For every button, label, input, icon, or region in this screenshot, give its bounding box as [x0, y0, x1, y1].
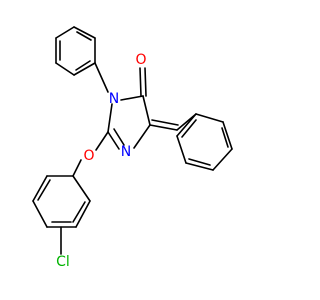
- molecule-canvas: O N N O Cl: [32, 26, 233, 270]
- atom-label-ether-oxygen: O: [83, 148, 94, 164]
- bond: [149, 124, 178, 131]
- bond: [73, 26, 96, 39]
- bond-inner: [181, 119, 197, 138]
- bond: [176, 135, 187, 164]
- bond: [107, 131, 120, 150]
- molecule-structure: O N N O Cl: [32, 26, 233, 270]
- bond: [133, 124, 151, 149]
- bond-inner: [221, 127, 229, 148]
- bond: [222, 121, 233, 150]
- bond: [185, 162, 214, 171]
- bond: [139, 67, 142, 97]
- bond-inner: [76, 31, 92, 41]
- atom-label-n3: N: [109, 91, 119, 107]
- bond-double: [144, 67, 147, 97]
- bond: [32, 200, 48, 228]
- bond: [176, 113, 197, 137]
- atom-label-n1: N: [121, 144, 131, 160]
- atom-label-chlorine: Cl: [56, 254, 70, 270]
- bond-inner: [37, 179, 51, 201]
- bond: [32, 175, 48, 202]
- bond: [72, 175, 91, 202]
- atom-label-carbonyl-oxygen: O: [135, 52, 146, 68]
- imidazolone-ring: [107, 95, 151, 150]
- bond: [55, 62, 75, 76]
- benzylidene-phenyl-ring: [176, 113, 233, 171]
- bond: [142, 95, 151, 126]
- bond: [75, 200, 91, 228]
- bond: [195, 113, 224, 123]
- chlorophenyl-ring: [32, 175, 91, 228]
- bond-double: [151, 119, 179, 126]
- bond-inner: [188, 158, 211, 166]
- bond: [73, 62, 96, 76]
- bond: [94, 62, 109, 93]
- bond: [95, 131, 109, 151]
- bond: [55, 26, 75, 39]
- bond: [107, 103, 113, 133]
- bond-inner: [75, 60, 91, 71]
- bond: [212, 148, 233, 171]
- bond-inner: [72, 201, 86, 223]
- n-phenyl-ring: [55, 26, 96, 76]
- bond: [72, 159, 82, 177]
- bond: [120, 95, 144, 101]
- bond-double: [113, 128, 125, 146]
